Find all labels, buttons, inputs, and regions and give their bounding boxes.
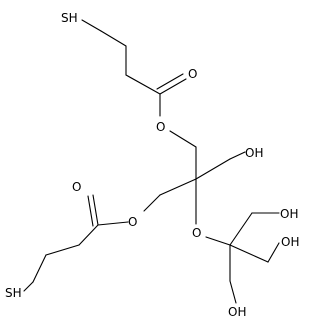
atom-label-sh-top: SH [61,11,78,25]
atom-label-o-ester-left: O [128,215,137,229]
bond-quaternary-2-ch2-right [229,244,269,263]
bond-c3-c4 [125,74,161,95]
bond-ch2-oh-right [229,151,246,160]
bond-c1-c2 [100,30,127,47]
bond-c3b-c2b [45,244,80,256]
atom-label-sh-bottom: SH [5,286,22,300]
bond-o-ester-ch2 [169,130,197,148]
bond-ch2-oh-mid-right [267,242,280,263]
atom-label-oh-bottom: OH [228,305,246,319]
bond-quaternary-2-ch2-top [229,212,253,246]
bond-c4-o-carbonyl-1 [159,78,187,95]
bond-ch2-oh-bottom [229,280,237,304]
atom-label-oh-far-right: OH [280,207,298,221]
atom-label-oh-mid-right: OH [281,235,299,249]
bond-c4b-o-carbonyl-2 [87,195,94,227]
bond-c2b-c1b [32,254,47,283]
bond-c1b-s [23,281,34,292]
bond-o-ether-quaternary-2 [205,236,231,246]
bond-o-ester-c4b [97,221,129,226]
atom-label-o-ether: O [192,226,201,240]
bond-ch2-o-ester-left [143,194,161,212]
bond-c4b-c3b [78,224,99,246]
atom-label-o-carbonyl-top: O [188,67,197,81]
bond-c4b-o-carbonyl-1 [92,194,99,226]
bond-quaternary-ch2-right [195,158,231,180]
atom-label-oh-right: OH [245,146,263,160]
atom-label-o-carbonyl-left: O [72,180,81,194]
bond-s1-c1 [81,19,102,32]
atom-label-o-ester-top: O [156,120,165,134]
bond-quaternary-ch2-left [159,178,197,196]
bond-c4-o-carbonyl-2 [156,73,184,90]
